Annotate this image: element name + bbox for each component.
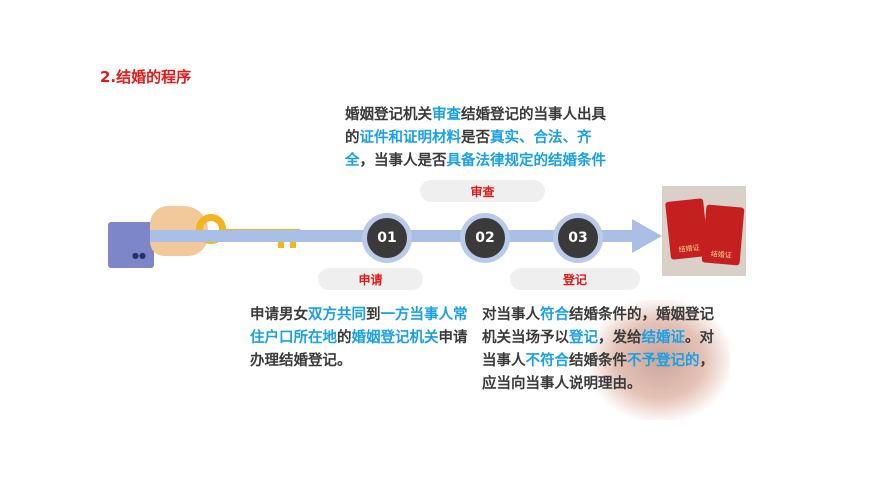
certificate-label: 结婚证	[710, 250, 733, 260]
highlight-segment: 具备法律规定的结婚条件	[446, 153, 607, 169]
text-segment: 是否	[461, 130, 490, 146]
text-segment: 结婚登记的当事人出具的	[345, 107, 606, 146]
text-segment: 结婚条件	[569, 353, 627, 369]
gavel-image	[590, 300, 730, 420]
label-register: 登记	[510, 268, 640, 290]
register-description: 对当事人符合结婚条件的，婚姻登记机关当场予以登记，发给结婚证。对当事人不符合结婚…	[482, 304, 727, 396]
marriage-certificate-photo: 结婚证 结婚证	[662, 186, 746, 276]
highlight-segment: 结婚证	[641, 330, 686, 346]
label-apply: 申请	[318, 268, 423, 290]
step-circle-3: 03	[553, 213, 603, 263]
text-segment: 申请男女	[250, 307, 308, 323]
text-segment: 结婚条件的，婚姻登记机关当场予以	[482, 307, 714, 346]
highlight-segment: 不予登记的	[627, 353, 700, 369]
highlight-segment: 不符合	[525, 353, 570, 369]
highlight-segment: 证件和证明材料	[359, 130, 462, 146]
highlight-segment: 符合	[540, 307, 569, 323]
label-review: 审查	[420, 180, 545, 202]
text-segment: 申请办理结婚登记。	[250, 330, 468, 369]
step-circle-2: 02	[460, 213, 510, 263]
text-segment: 到	[366, 307, 381, 323]
certificate-icon: 结婚证	[701, 204, 745, 266]
text-segment: 的	[337, 330, 352, 346]
text-segment: ，发给	[598, 330, 642, 346]
apply-description: 申请男女双方共同到一方当事人常住户口所在地的婚姻登记机关申请办理结婚登记。	[250, 304, 470, 373]
step-circle-1: 01	[362, 213, 412, 263]
highlight-segment: 真实、合法、齐全	[345, 130, 592, 169]
certificate-label: 结婚证	[678, 243, 700, 254]
highlight-segment: 双方共同	[308, 307, 366, 323]
arrow-head-icon	[632, 219, 662, 253]
highlight-segment: 登记	[569, 330, 598, 346]
text-segment: ，当事人是否	[359, 153, 447, 169]
text-segment: 婚姻登记机关	[345, 107, 432, 123]
page-title: 2.结婚的程序	[100, 68, 192, 86]
review-description: 婚姻登记机关审查结婚登记的当事人出具的证件和证明材料是否真实、合法、齐全，当事人…	[345, 104, 620, 173]
highlight-segment: 一方当事人常住户口所在地	[250, 307, 468, 346]
highlight-segment: 审查	[432, 107, 461, 123]
cuff-buttons-icon: ●●	[132, 251, 146, 260]
text-segment: 。对当事人	[482, 330, 714, 369]
sleeve-cuff: ●●	[108, 222, 154, 268]
highlight-segment: 婚姻登记机关	[351, 330, 439, 346]
text-segment: 对当事人	[482, 307, 540, 323]
text-segment: ，应当向当事人说明理由。	[482, 353, 714, 392]
